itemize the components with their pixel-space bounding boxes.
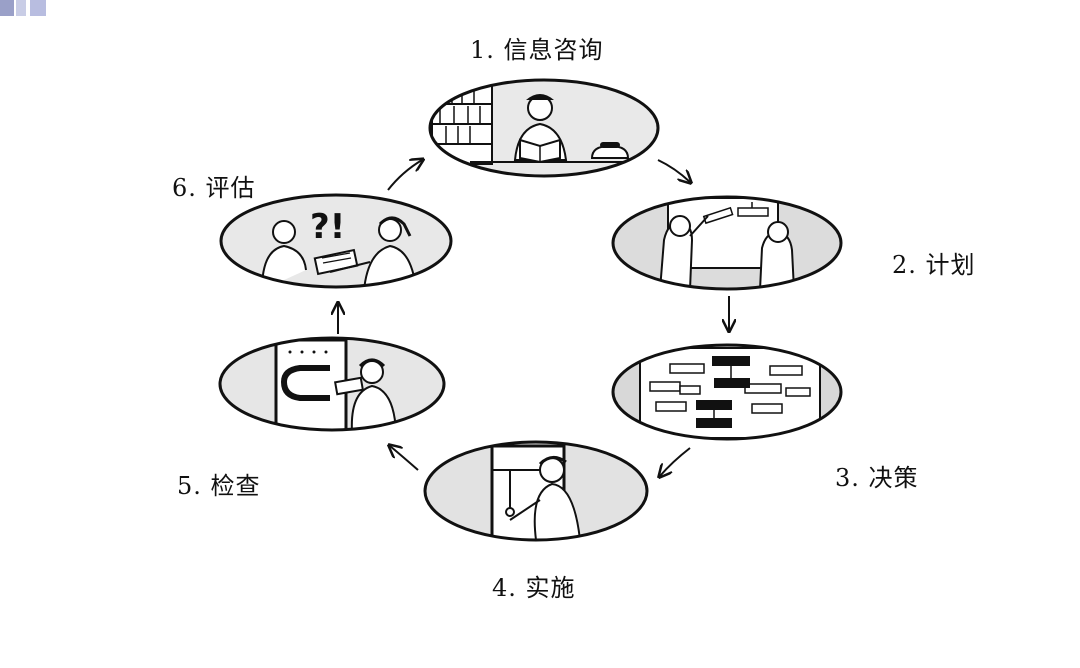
inspection-icon (220, 338, 444, 430)
arrow-4-to-5 (390, 446, 419, 471)
stage-3-illustration (611, 343, 843, 441)
arrow-1-to-2 (657, 159, 690, 182)
evaluation-discussion-icon: ?! (221, 195, 451, 287)
reading-at-desk-icon (430, 80, 658, 176)
stage-5-label: 5. 检查 (177, 472, 261, 500)
arrow-3-to-4 (660, 447, 691, 476)
stage-6-illustration: ?! (219, 193, 453, 289)
svg-text:?!: ?! (310, 207, 345, 247)
decision-chart-icon (613, 345, 841, 439)
working-at-machine-icon (425, 442, 647, 540)
stage-1-label: 1. 信息咨询 (470, 36, 604, 64)
arrow-6-to-1 (387, 160, 422, 191)
stage-4-illustration (423, 440, 649, 542)
stage-4-label: 4. 实施 (492, 574, 576, 602)
stage-6-label: 6. 评估 (172, 174, 256, 202)
stage-1-illustration (428, 78, 660, 178)
planning-board-icon (613, 197, 841, 289)
stage-2-label: 2. 计划 (892, 251, 976, 279)
stage-2-illustration (611, 195, 843, 291)
stage-3-label: 3. 决策 (835, 464, 919, 492)
corner-decoration (0, 0, 60, 18)
stage-5-illustration (218, 336, 446, 432)
